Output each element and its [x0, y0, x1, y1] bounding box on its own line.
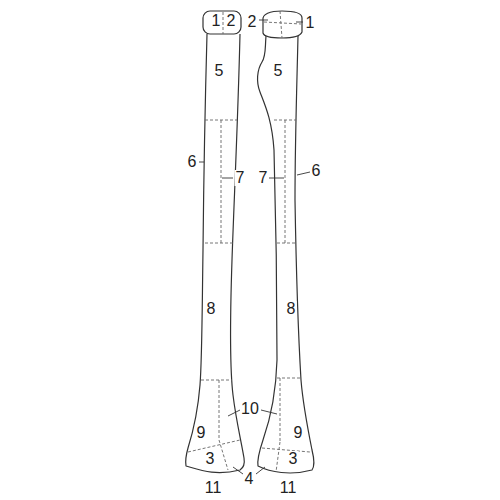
callout-number: 6: [311, 163, 322, 179]
callout-number: 5: [273, 63, 284, 79]
callout-number: 7: [235, 170, 246, 186]
callout-number: 9: [293, 425, 304, 441]
radius-shaft-right: [258, 36, 314, 473]
callout-number: 4: [244, 471, 255, 487]
callout-number: 8: [286, 301, 297, 317]
radius-shaft-left: [186, 34, 245, 473]
callout-number: 11: [279, 480, 298, 496]
callout-number: 11: [204, 480, 223, 496]
callout-number: 5: [214, 63, 225, 79]
radius-head-left: [203, 11, 241, 34]
callout-number: 6: [187, 154, 198, 170]
radius-head-right: [263, 11, 302, 38]
callout-number: 9: [196, 425, 207, 441]
leader-lines: [199, 20, 310, 474]
callout-number: 10: [240, 401, 260, 417]
callout-number: 3: [205, 451, 216, 467]
callout-number: 1: [211, 13, 222, 29]
callout-number: 1: [305, 15, 316, 31]
callout-number: 3: [288, 451, 299, 467]
callout-number: 8: [206, 301, 217, 317]
callout-number: 2: [226, 13, 237, 29]
callout-number: 2: [247, 14, 258, 30]
callout-number: 7: [258, 170, 269, 186]
